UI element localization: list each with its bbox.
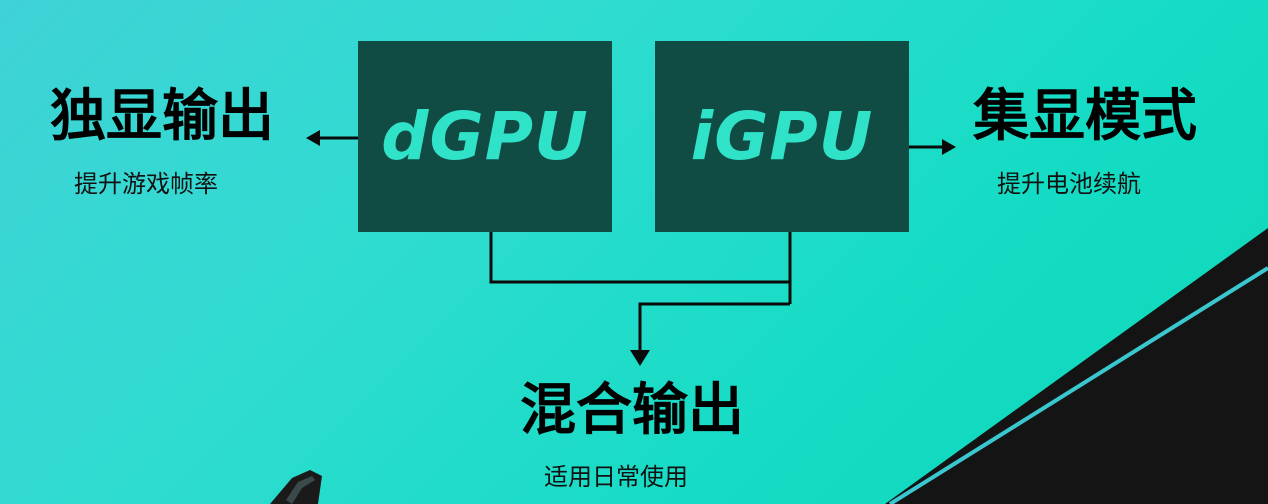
dgpu-label: dGPU xyxy=(381,98,589,175)
hybrid-mode-title: 混合输出 xyxy=(520,378,744,443)
corner-stripe xyxy=(888,266,1268,504)
hybrid-mode-subtitle: 适用日常使用 xyxy=(544,463,688,491)
arrowhead-right xyxy=(942,139,956,155)
connector-merge-down xyxy=(638,302,790,352)
connector-dgpu-down xyxy=(489,232,790,284)
discrete-mode-title: 独显输出 xyxy=(50,84,274,149)
igpu-chip: iGPU xyxy=(655,41,909,232)
device-highlight xyxy=(286,476,315,504)
integrated-mode-subtitle: 提升电池续航 xyxy=(997,170,1141,198)
integrated-mode-title: 集显模式 xyxy=(973,84,1197,149)
igpu-label: iGPU xyxy=(690,98,874,175)
corner-dark-wedge xyxy=(885,228,1268,504)
arrowhead-down xyxy=(630,350,650,366)
dgpu-chip: dGPU xyxy=(358,41,612,232)
arrowhead-left xyxy=(306,130,320,146)
discrete-mode-subtitle: 提升游戏帧率 xyxy=(74,170,218,198)
